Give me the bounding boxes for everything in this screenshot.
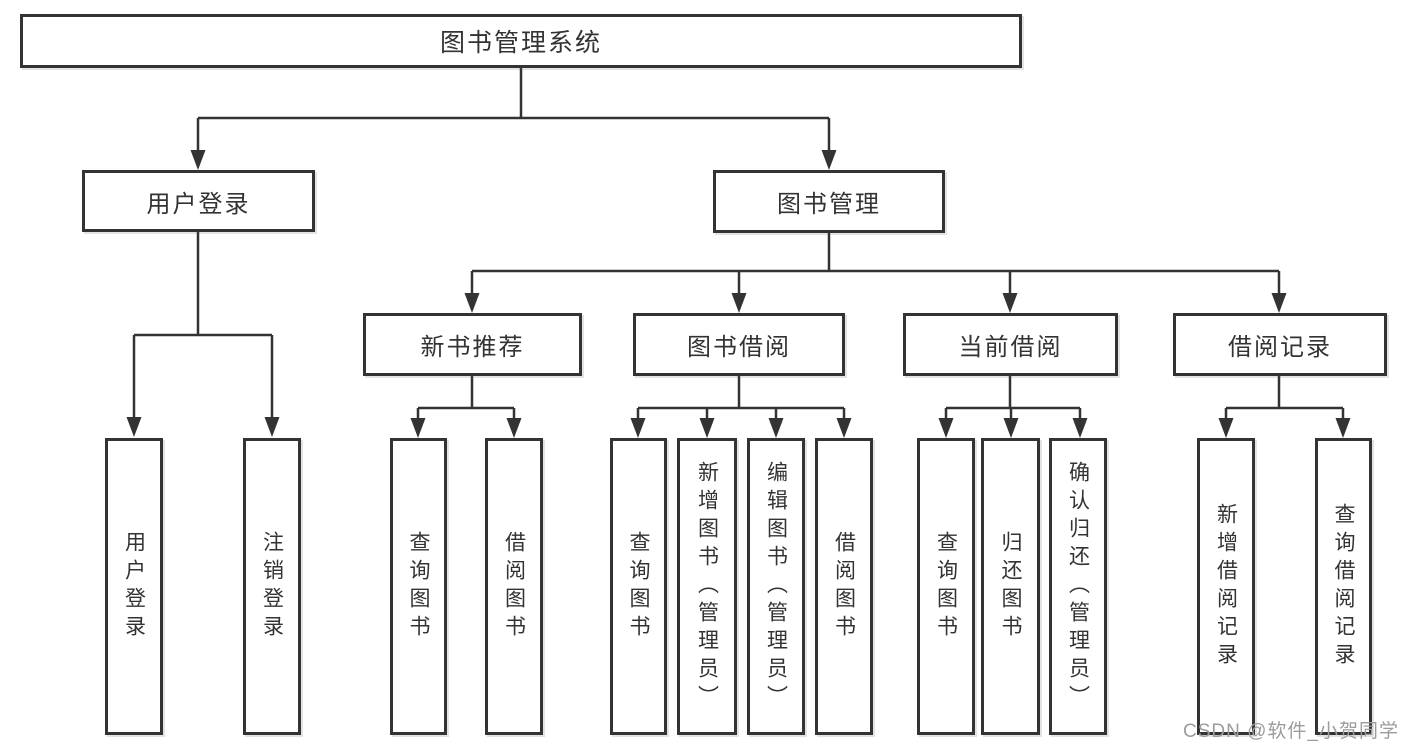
arrow-down-icon [506,418,522,438]
node-label: 编辑图书（管理员） [764,460,788,713]
arrow-down-icon [731,293,747,313]
node-label: 借阅记录 [1228,334,1332,361]
node-label: 查询借阅记录 [1332,502,1355,671]
node-label: 借阅图书 [502,530,526,643]
arrow-down-icon [264,417,280,437]
node-book-management: 图书管理 [713,170,945,233]
node-label: 当前借阅 [958,334,1063,361]
leaf-borrow-book-1: 借阅图书 [485,438,543,735]
connector-current-borrow-to-leaves [938,376,1088,438]
node-label: 新增借阅记录 [1214,502,1238,671]
arrow-down-icon [699,418,715,438]
node-label: 确认归还（管理员） [1066,460,1090,713]
node-label: 归还图书 [999,530,1022,643]
leaf-add-book-admin: 新增图书（管理员） [677,438,737,735]
connector-book-borrow-to-leaves [630,376,852,438]
arrow-down-icon [630,418,646,438]
node-label: 用户登录 [122,530,146,643]
node-label: 借阅图书 [832,530,856,643]
connector-new-book-to-leaves [410,376,522,438]
connector-borrow-record-to-leaves [1218,376,1351,438]
connector-book-mgmt-to-level3 [464,233,1287,313]
node-current-borrow: 当前借阅 [903,313,1118,376]
node-borrow-record: 借阅记录 [1173,313,1387,376]
arrow-down-icon [821,150,837,170]
leaf-edit-book-admin: 编辑图书（管理员） [747,438,805,735]
arrow-down-icon [768,418,784,438]
node-label: 注销登录 [260,530,284,643]
node-user-login: 用户登录 [82,170,315,232]
arrow-down-icon [938,418,954,438]
arrow-down-icon [1002,293,1018,313]
leaf-logout: 注销登录 [243,438,301,735]
node-label: 新书推荐 [420,334,525,361]
arrow-down-icon [1072,418,1088,438]
node-label: 图书管理 [777,191,881,218]
leaf-return-book: 归还图书 [981,438,1040,735]
leaf-query-book-3: 查询图书 [917,438,975,735]
arrow-down-icon [410,418,426,438]
csdn-watermark: CSDN @软件_小贺同学 [1183,721,1399,742]
leaf-user-login: 用户登录 [105,438,163,735]
node-label: 查询图书 [934,530,958,643]
arrow-down-icon [836,418,852,438]
arrow-down-icon [190,150,206,170]
arrow-down-icon [1003,418,1019,438]
leaf-confirm-return-admin: 确认归还（管理员） [1049,438,1107,735]
connector-user-login-to-leaves [126,232,280,437]
leaf-query-book-1: 查询图书 [390,438,447,735]
node-label: 新增图书（管理员） [695,460,719,713]
arrow-down-icon [1271,293,1287,313]
arrow-down-icon [1335,418,1351,438]
leaf-query-book-2: 查询图书 [610,438,667,735]
leaf-query-borrow-record: 查询借阅记录 [1315,438,1372,735]
node-label: 查询图书 [627,530,650,643]
arrow-down-icon [1218,418,1234,438]
arrow-down-icon [464,293,480,313]
node-book-borrow: 图书借阅 [633,313,845,376]
node-label: 图书借阅 [687,334,791,361]
node-label: 用户登录 [146,190,251,218]
node-label: 查询图书 [407,530,430,643]
arrow-down-icon [126,417,142,437]
node-new-book-recommend: 新书推荐 [363,313,582,376]
node-label: 图书管理系统 [439,29,602,57]
node-root-library-system: 图书管理系统 [20,14,1022,68]
connector-root-to-level2 [190,68,837,170]
leaf-borrow-book-2: 借阅图书 [815,438,873,735]
leaf-add-borrow-record: 新增借阅记录 [1197,438,1255,735]
